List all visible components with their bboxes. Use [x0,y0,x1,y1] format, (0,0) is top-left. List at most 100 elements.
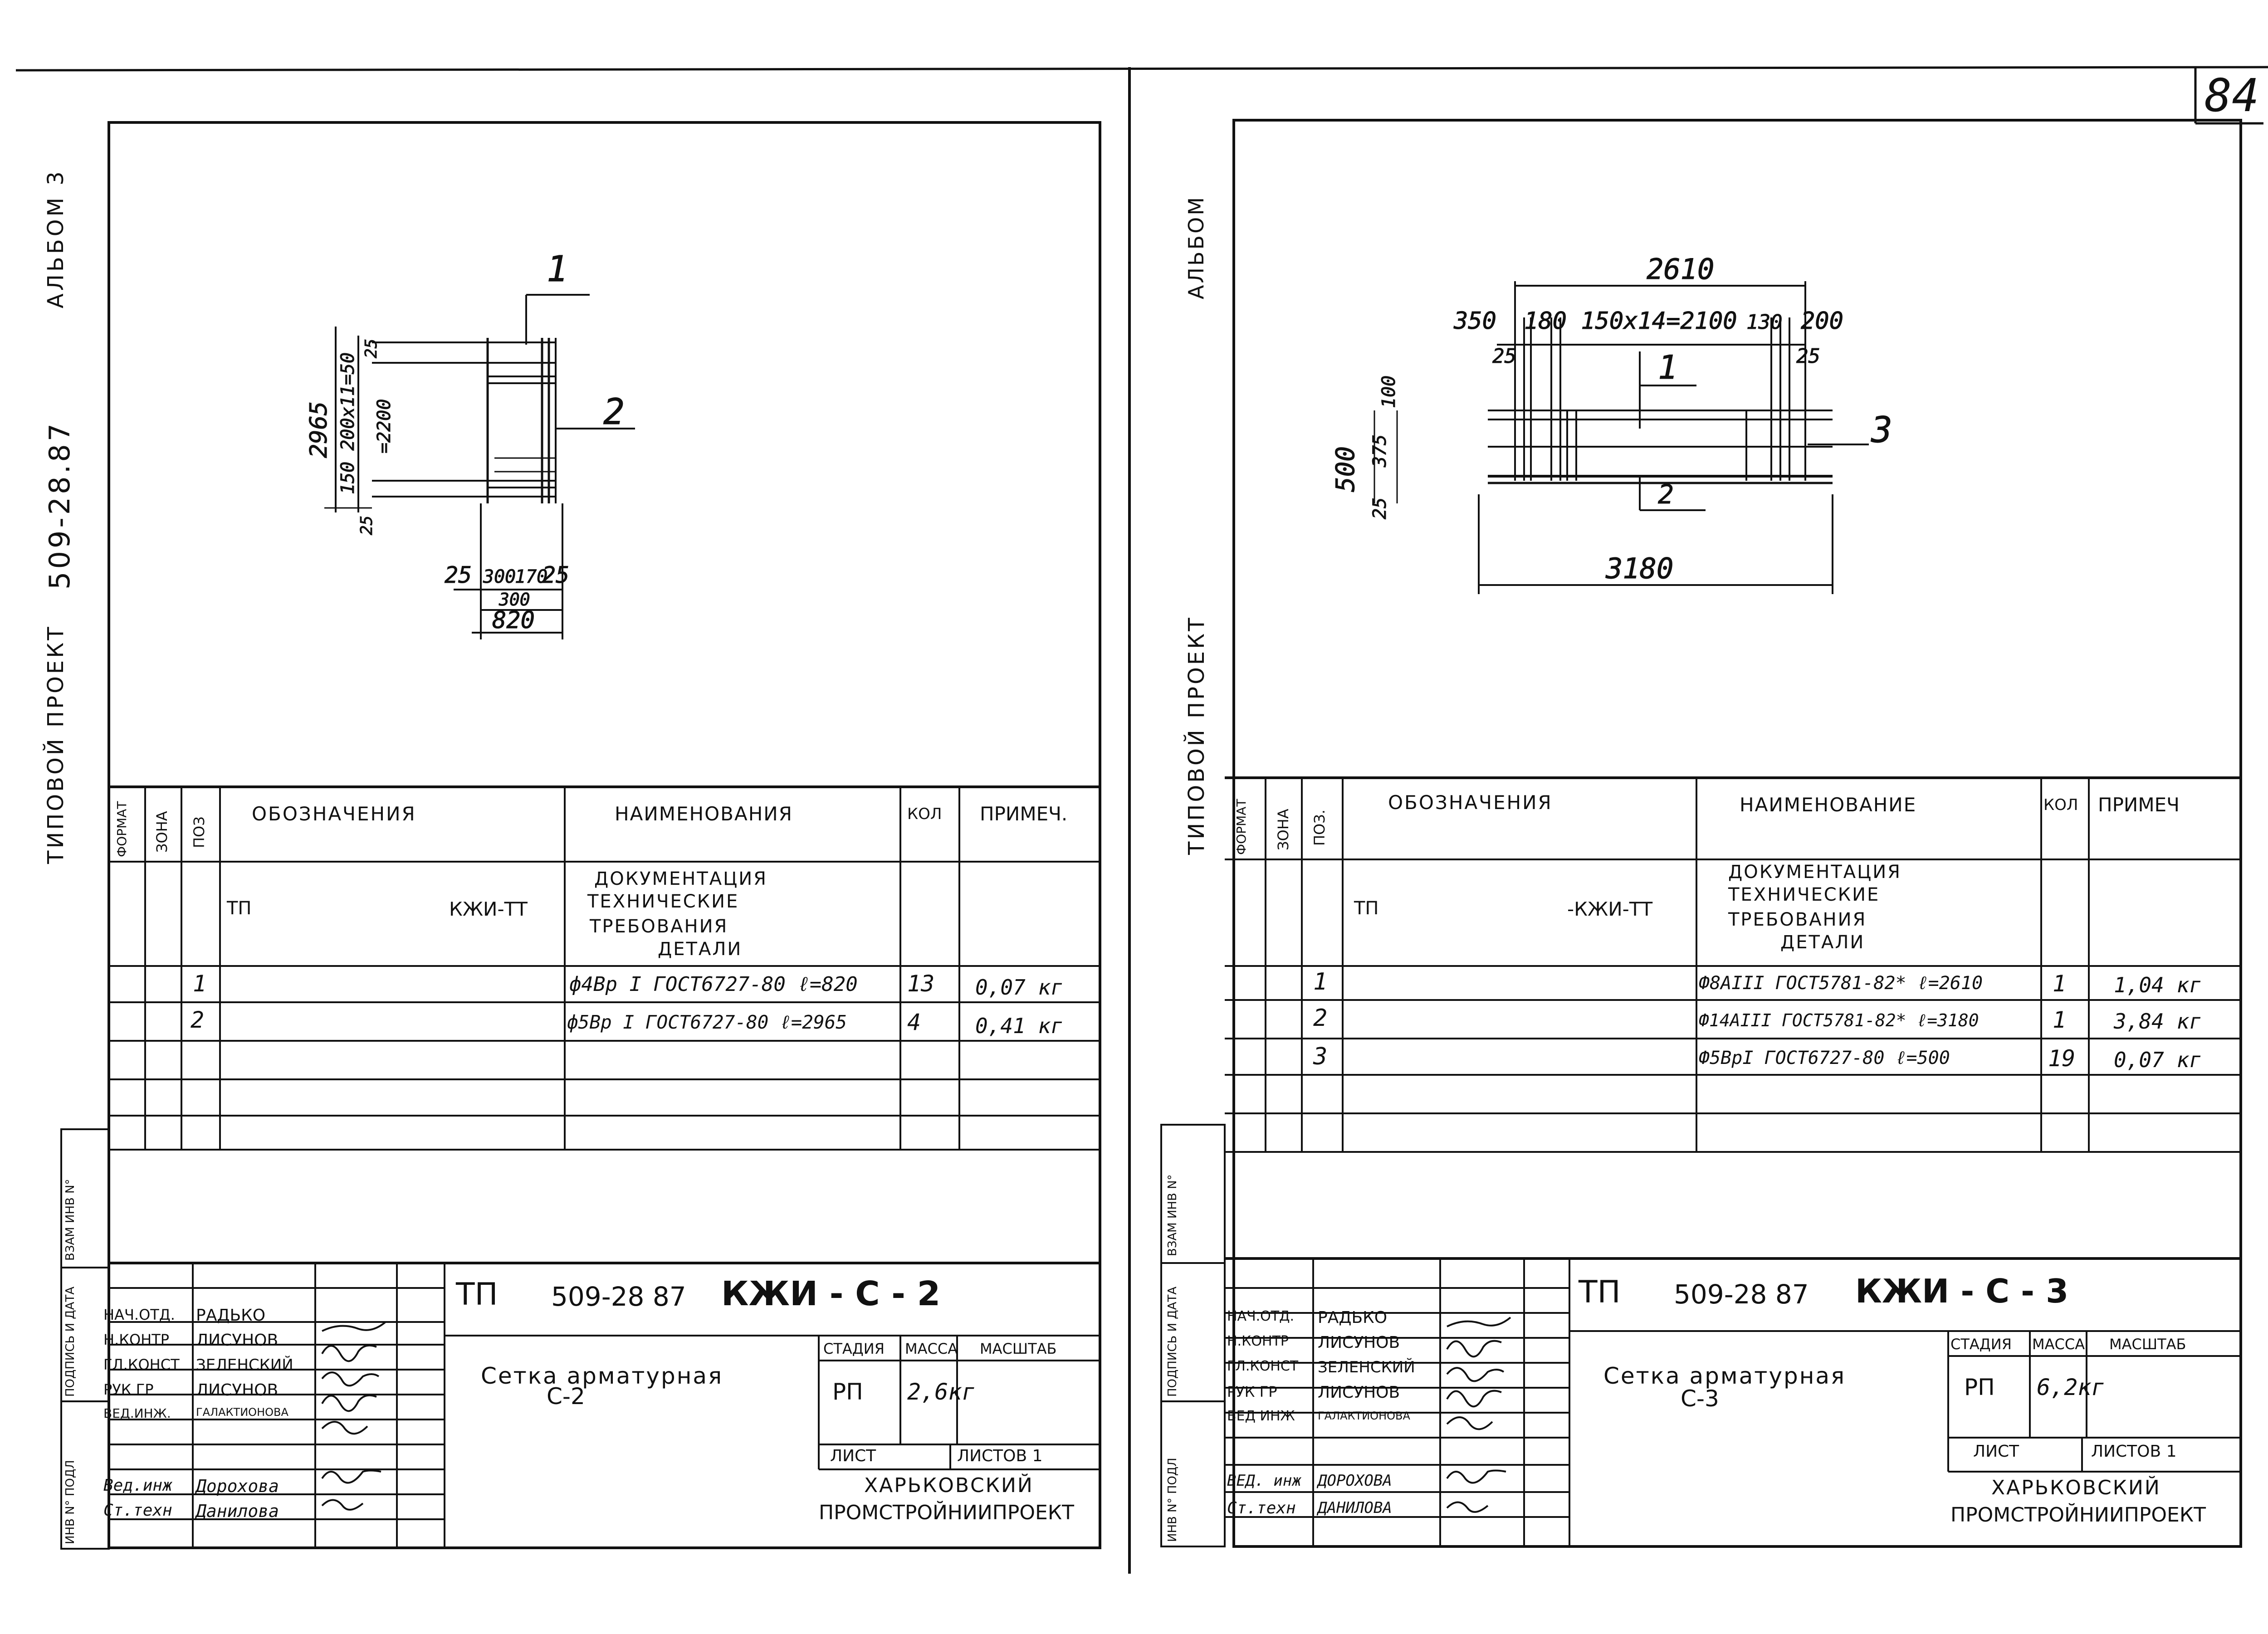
right-tb-doc-code: КЖИ - С - 3 [1855,1272,2069,1310]
right-stamp-label-1: ПОДПИСЬ И ДАТА [1166,1286,1179,1397]
left-tb-sheet-label: ЛИСТ [830,1447,876,1465]
dim-spacing: 180 150х14=2100 [1524,307,1737,335]
left-tb-role-2: ГЛ.КОНСТ [103,1356,180,1373]
dim-bottom-0: 25 [445,562,472,588]
right-tb-role-6: Ст.техн [1227,1499,1296,1517]
right-tb-code-prefix: ТП [1579,1274,1621,1310]
dim-2200: =2200 [374,399,395,454]
right-album-label: АЛЬБОМ [1184,195,1208,299]
right-tb-org-0: ХАРЬКОВСКИЙ [1991,1476,2161,1499]
right-project-type-label: ТИПОВОЙ ПРОЕКТ [1184,615,1209,855]
left-tb-role-5: Вед.инж [103,1476,172,1495]
pos-2-callout: 2 [603,392,625,433]
left-tb-sheets-label: ЛИСТОВ 1 [957,1447,1043,1465]
right-doc-line-0: ДОКУМЕНТАЦИЯ [1728,862,1901,883]
left-col-name: НАИМЕНОВАНИЯ [615,803,793,825]
left-col-qty: КОЛ [907,805,942,823]
right-row-2-name: Ф14АIII ГОСТ5781-82* ℓ=3180 [1699,1010,1979,1030]
left-frame [108,121,1101,1549]
left-tb-name-4: ГАЛАКТИОНОВА [196,1406,288,1419]
left-tb-code-prefix: ТП [456,1277,498,1312]
dim-25-left: 25 [1492,345,1516,368]
left-tb-doc-code: КЖИ - С - 2 [721,1274,941,1313]
right-tb-org-1: ПРОМСТРОЙНИИПРОЕКТ [1950,1503,2206,1527]
left-row-2-name: ф5Вр I ГОСТ6727-80 ℓ=2965 [567,1011,847,1033]
left-title-block-grid [109,1263,1100,1548]
left-tb-title-0: Сетка арматурная [481,1363,723,1389]
left-doc-line-0: ДОКУМЕНТАЦИЯ [594,868,767,889]
left-tb-stage: РП [832,1379,863,1405]
right-tb-name-5: ДОРОХОВА [1318,1472,1392,1490]
left-tb-role-4: ВЕД.ИНЖ. [103,1406,171,1421]
right-col-designation: ОБОЗНАЧЕНИЯ [1388,791,1553,814]
dim-2610: 2610 [1647,253,1714,286]
left-tb-role-0: НАЧ.ОТД. [103,1306,175,1323]
right-doc-line-2: ТРЕБОВАНИЯ [1728,909,1867,930]
right-tb-mass: 6,2кг [2037,1374,2105,1400]
left-tb-title-1: С-2 [547,1383,585,1410]
right-tb-name-1: ЛИСУНОВ [1318,1333,1400,1352]
pos-2-callout: 2 [1658,479,1674,510]
right-row-1-name: Ф8АIII ГОСТ5781-82* ℓ=2610 [1699,973,1983,994]
left-col-format: ФОРМАТ [114,801,129,857]
left-stamp-column [60,1128,110,1550]
right-row-2-qty: 1 [2053,1007,2067,1033]
left-tb-name-3: ЛИСУНОВ [196,1381,279,1400]
right-col-zone: ЗОНА [1275,809,1292,850]
right-tb-name-3: ЛИСУНОВ [1318,1383,1400,1402]
dim-25-top: 25 [362,339,381,358]
left-tb-org-0: ХАРЬКОВСКИЙ [864,1474,1034,1497]
left-row-1-note: 0,07 кг [975,975,1063,1000]
right-frame [1232,119,2242,1548]
right-tb-code: 509-28 87 [1674,1279,1809,1310]
right-tb-role-2: ГЛ.КОНСТ [1227,1358,1299,1374]
dim-3180: 3180 [1605,552,1673,585]
left-tb-name-5: Дорохова [196,1476,279,1496]
right-doc-code-a: ТП [1354,898,1379,919]
dim-500: 500 [1331,446,1360,492]
left-row-2-note: 0,41 кг [975,1014,1063,1038]
dim-200: 200 [1801,307,1843,335]
right-tb-role-5: ВЕД. инж [1227,1472,1301,1490]
left-row-1-pos: 1 [193,971,207,997]
right-tb-role-1: Н.КОНТР [1227,1333,1289,1349]
left-signatures [321,1321,386,1511]
left-doc-line-1: ТЕХНИЧЕСКИЕ [587,891,739,912]
left-stamp-label-0: ВЗАМ ИНВ N° [64,1179,77,1261]
right-tb-role-4: ВЕД ИНЖ [1227,1408,1295,1424]
right-doc-line-1: ТЕХНИЧЕСКИЕ [1728,884,1880,905]
dim-spacing: 150 200х11=50 [337,352,358,494]
right-row-1-note: 1,04 кг [2114,973,2202,997]
right-col-qty: КОЛ [2043,796,2078,814]
right-col-pos: ПОЗ. [1311,810,1328,846]
sheet-number-box: 84 [2194,68,2263,125]
left-album-label: АЛЬБОМ 3 [43,169,68,308]
left-tb-code: 509-28 87 [551,1281,686,1312]
left-mesh-drawing: 1 2 2965 150 200х11=50 =2200 25 25 25 30… [305,249,635,639]
right-row-3-name: Ф5ВрI ГОСТ6727-80 ℓ=500 [1699,1048,1950,1068]
right-tb-title-0: Сетка арматурная [1603,1363,1846,1389]
right-tb-stage-label: СТАДИЯ [1950,1336,2012,1353]
top-border-line [15,66,2268,72]
right-tb-scale-label: МАСШТАБ [2109,1336,2186,1353]
left-project-type-label: ТИПОВОЙ ПРОЕКТ [43,624,68,864]
left-row-1-qty: 13 [907,971,935,997]
right-tb-name-6: ДАНИЛОВА [1318,1499,1392,1517]
left-tb-scale-label: МАСШТАБ [980,1340,1057,1357]
left-tb-mass-label: МАССА [905,1340,958,1357]
right-tb-name-4: ГАЛАКТИОНОВА [1318,1410,1410,1422]
left-col-designation: ОБОЗНАЧЕНИЯ [252,803,416,825]
left-row-1-name: ф4Вр I ГОСТ6727-80 ℓ=820 [569,973,858,996]
right-row-1-pos: 1 [1313,968,1328,995]
left-sheet: 1 2 2965 150 200х11=50 =2200 25 25 25 30… [60,121,1101,1550]
dim-total-height: 2965 [305,401,332,458]
right-row-2-note: 3,84 кг [2114,1009,2202,1034]
pos-1-callout: 1 [1658,348,1677,386]
left-tb-name-1: ЛИСУНОВ [196,1331,279,1350]
right-col-name: НАИМЕНОВАНИЕ [1740,794,1917,816]
right-signatures [1446,1317,1511,1513]
left-tb-role-1: Н.КОНТР [103,1331,170,1348]
left-tb-stage-label: СТАДИЯ [823,1340,885,1357]
left-spec-grid [109,785,1100,1264]
